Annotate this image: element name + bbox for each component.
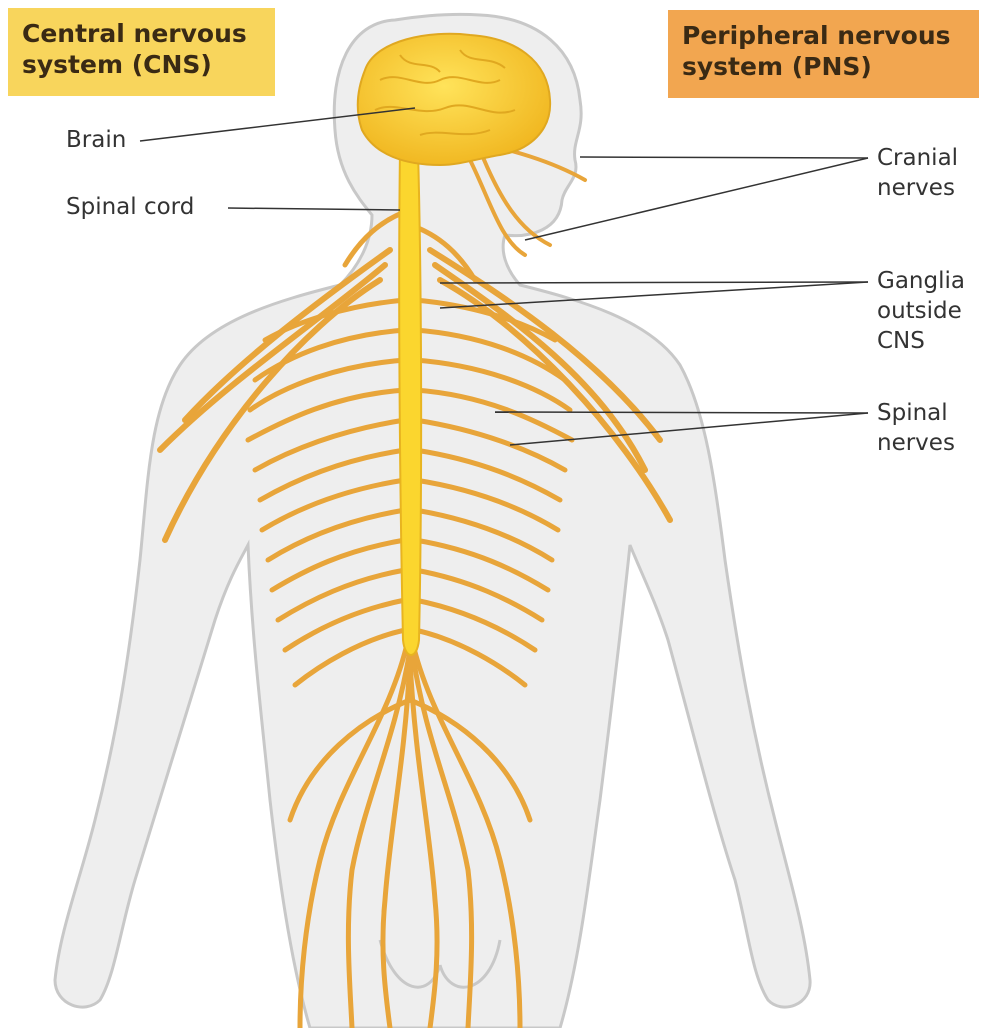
label-spinal-nerves: Spinal nerves <box>877 398 955 458</box>
cns-heading-box: Central nervous system (CNS) <box>8 8 275 96</box>
label-cranial-nerves: Cranial nerves <box>877 143 958 203</box>
spinal-cord <box>399 150 421 655</box>
label-spinal-cord: Spinal cord <box>66 192 194 222</box>
brain <box>358 34 550 165</box>
label-ganglia-outside-cns: Ganglia outside CNS <box>877 266 965 356</box>
leader-cranial-1 <box>580 157 868 158</box>
pns-heading-box: Peripheral nervous system (PNS) <box>668 10 979 98</box>
leader-spinal-nerves-1 <box>495 412 868 413</box>
label-brain: Brain <box>66 125 126 155</box>
leader-ganglia-1 <box>440 282 868 283</box>
